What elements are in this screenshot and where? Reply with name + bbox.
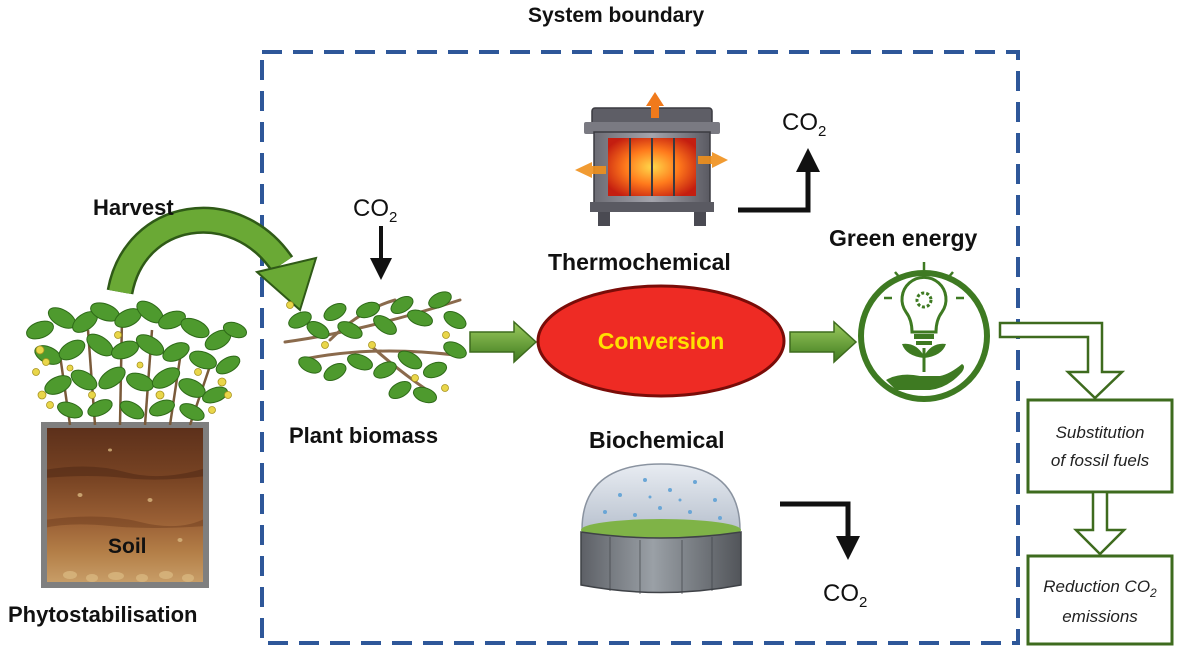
conversion-node [536,284,786,398]
harvest-arrow [106,206,318,312]
soil-label: Soil [108,535,147,558]
arrow-to-reduction [1072,490,1128,556]
phytostabilisation-label: Phytostabilisation [8,602,197,627]
co2-input-label: CO2 [353,195,397,226]
plant-biomass-label: Plant biomass [289,423,438,448]
co2-bio-label: CO2 [823,580,867,611]
biochemical-label: Biochemical [589,427,725,453]
lightbulb-plant-hand-icon [858,262,990,402]
reduction-line-2: emissions [1062,607,1138,626]
reduction-box [1026,554,1174,646]
co2-thermo-arrow [738,148,820,213]
thermochemical-label: Thermochemical [548,249,731,275]
conversion-label: Conversion [598,328,725,354]
system-boundary-title: System boundary [528,4,705,27]
substitution-line-1: Substitution [1056,423,1145,442]
soil-pot [41,422,209,588]
plant-biomass-icon [283,291,467,404]
stove-icon [575,92,728,226]
plant-icon [26,300,248,426]
arrow-to-green-energy [789,320,858,364]
co2-bio-arrow [780,501,860,560]
co2-thermo-label: CO2 [782,109,826,140]
harvest-label: Harvest [93,195,174,220]
arrow-to-substitution [998,321,1126,400]
green-energy-label: Green energy [829,225,977,251]
co2-input-arrow [370,226,392,280]
substitution-line-2: of fossil fuels [1051,451,1150,470]
system-boundary [260,50,1020,645]
arrow-to-conversion [469,320,538,364]
substitution-box [1026,398,1174,494]
digester-icon [580,463,742,594]
reduction-line-1: Reduction CO2 [1043,577,1157,600]
